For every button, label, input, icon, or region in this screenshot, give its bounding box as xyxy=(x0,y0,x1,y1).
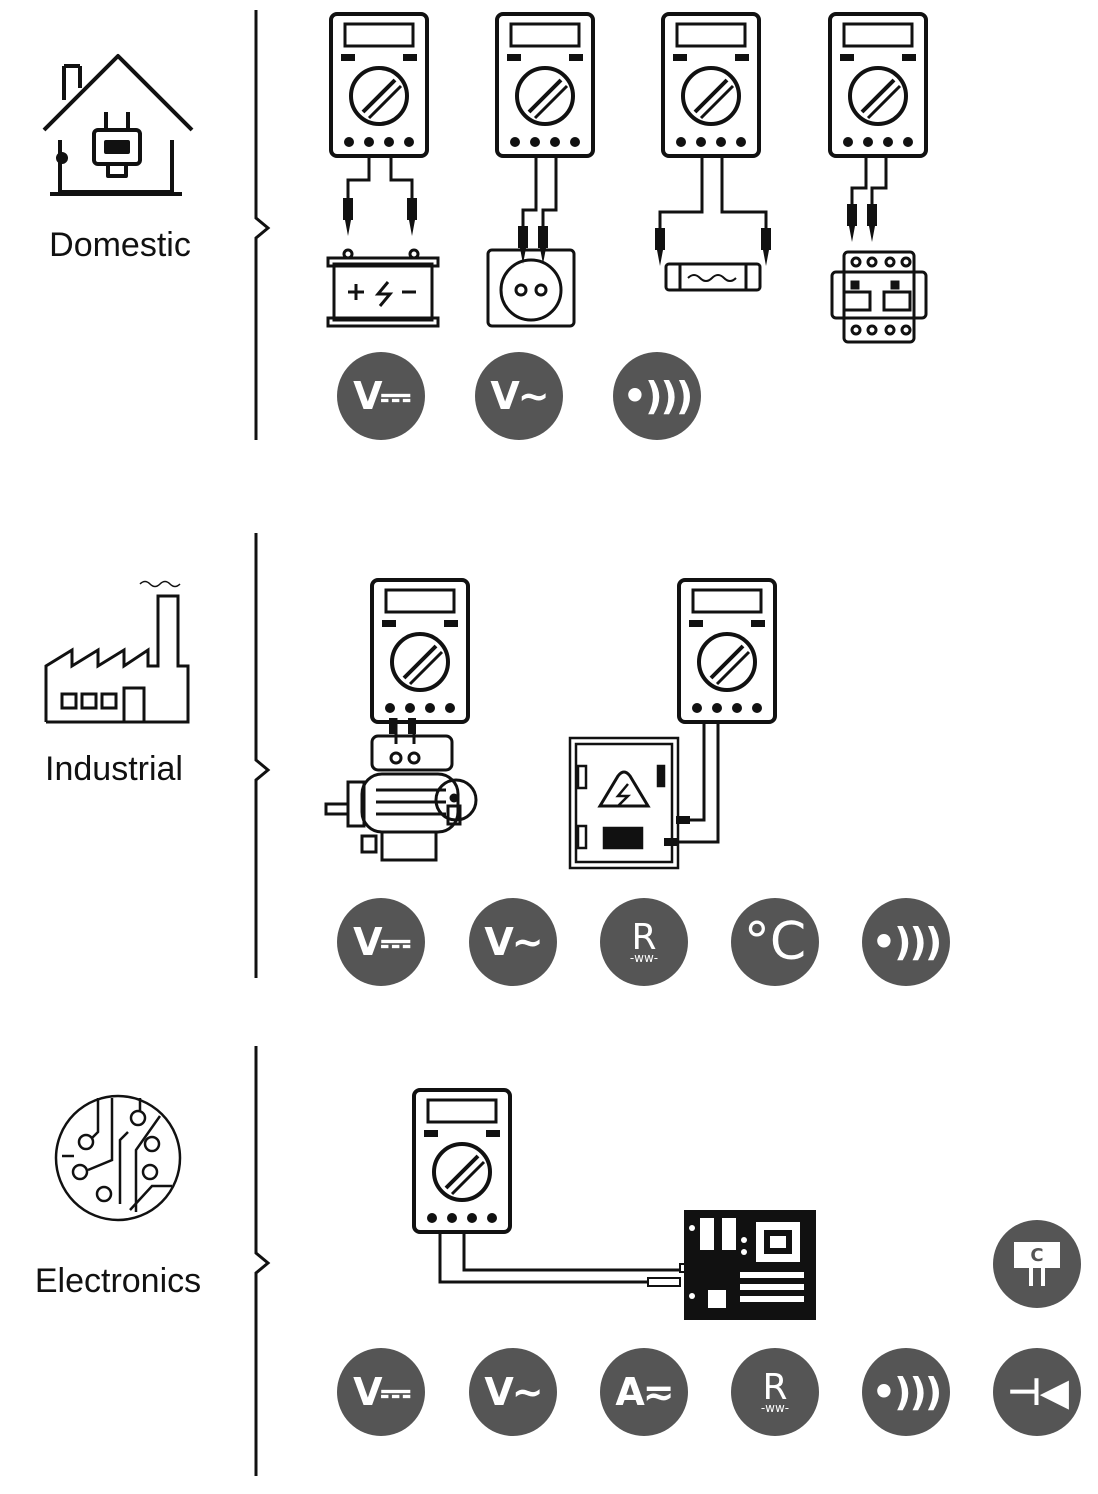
domestic-fuse-meter xyxy=(655,12,771,292)
domestic-breaker-meter xyxy=(828,12,928,344)
socket-icon xyxy=(486,248,576,328)
battery-icon xyxy=(326,248,440,328)
circuit-board-icon xyxy=(684,1210,816,1320)
ac-voltage-icon: V~ xyxy=(469,898,557,986)
capacitance-icon: C xyxy=(993,1220,1081,1308)
continuity-icon: •))) xyxy=(613,352,701,440)
resistance-icon: R-ww- xyxy=(731,1348,819,1436)
domestic-socket-meter xyxy=(486,12,595,328)
ac-voltage-icon: V~ xyxy=(469,1348,557,1436)
electrical-panel-icon xyxy=(568,736,680,870)
domestic-battery-meter xyxy=(326,12,440,328)
industrial-panel-meter xyxy=(568,578,777,870)
circuit-icon xyxy=(54,1094,182,1222)
continuity-icon: •))) xyxy=(862,898,950,986)
dc-voltage-icon: V⎓ xyxy=(337,352,425,440)
ac-voltage-icon: V~ xyxy=(475,352,563,440)
dc-voltage-icon: V⎓ xyxy=(337,898,425,986)
temperature-icon: °C xyxy=(731,898,819,986)
house-icon xyxy=(42,54,194,196)
category-label-industrial: Industrial xyxy=(45,750,183,788)
bracket-domestic xyxy=(254,10,271,440)
fuse-icon xyxy=(664,262,762,292)
bracket-electronics xyxy=(254,1046,271,1476)
electronics-board-meter xyxy=(412,1088,816,1320)
motor-icon xyxy=(324,734,478,862)
bracket-industrial xyxy=(254,533,271,978)
breaker-icon xyxy=(830,250,928,344)
resistance-icon: R-ww- xyxy=(600,898,688,986)
dc-voltage-icon: V⎓ xyxy=(337,1348,425,1436)
category-label-electronics: Electronics xyxy=(34,1262,202,1300)
category-label-domestic: Domestic xyxy=(49,226,191,264)
diode-icon: ⊣◀ xyxy=(993,1348,1081,1436)
factory-icon xyxy=(44,580,190,724)
industrial-motor-meter xyxy=(324,578,478,862)
current-icon: A≂ xyxy=(600,1348,688,1436)
continuity-icon: •))) xyxy=(862,1348,950,1436)
